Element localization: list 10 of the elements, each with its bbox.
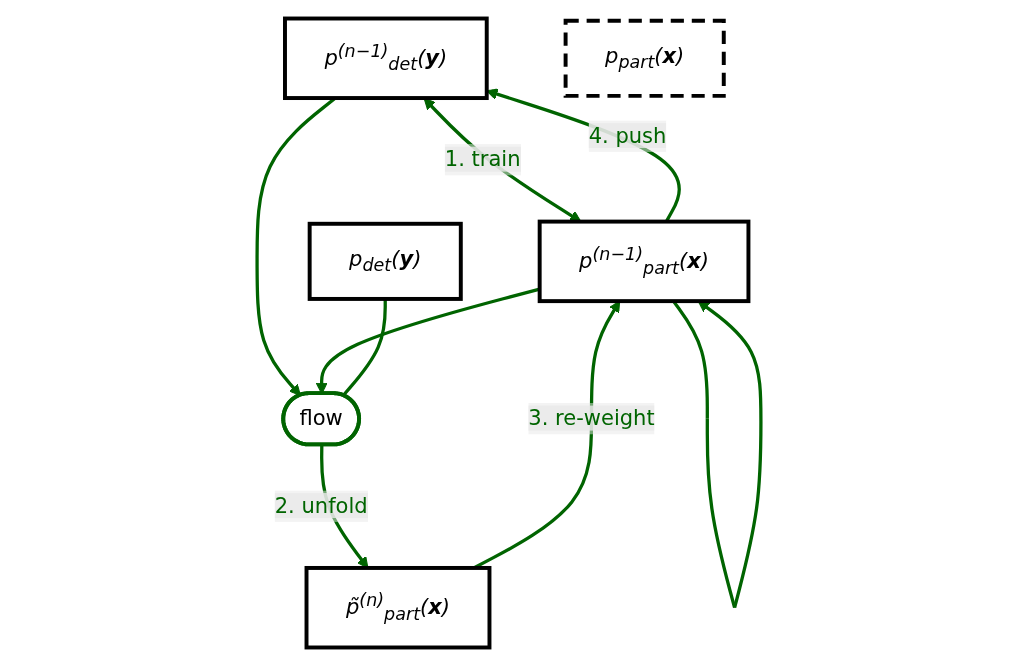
node-box: p$_{det}$(y) [307,221,463,301]
edge-label: 4. push [588,123,666,148]
node-box: p$^{(n−1)}$$_{det}$(y) [282,16,489,100]
edge-label: 1. train [444,146,520,172]
connector [341,298,387,397]
node-box: p̃$^{(n)}$$_{part}$(x) [304,566,491,650]
node-box: p$_{part}$(x) [563,18,726,98]
edge-label: 2. unfold [274,493,368,519]
node-box: p$^{(n−1)}$$_{part}$(x) [537,219,750,304]
edge-label: 3. re-weight [527,405,655,431]
